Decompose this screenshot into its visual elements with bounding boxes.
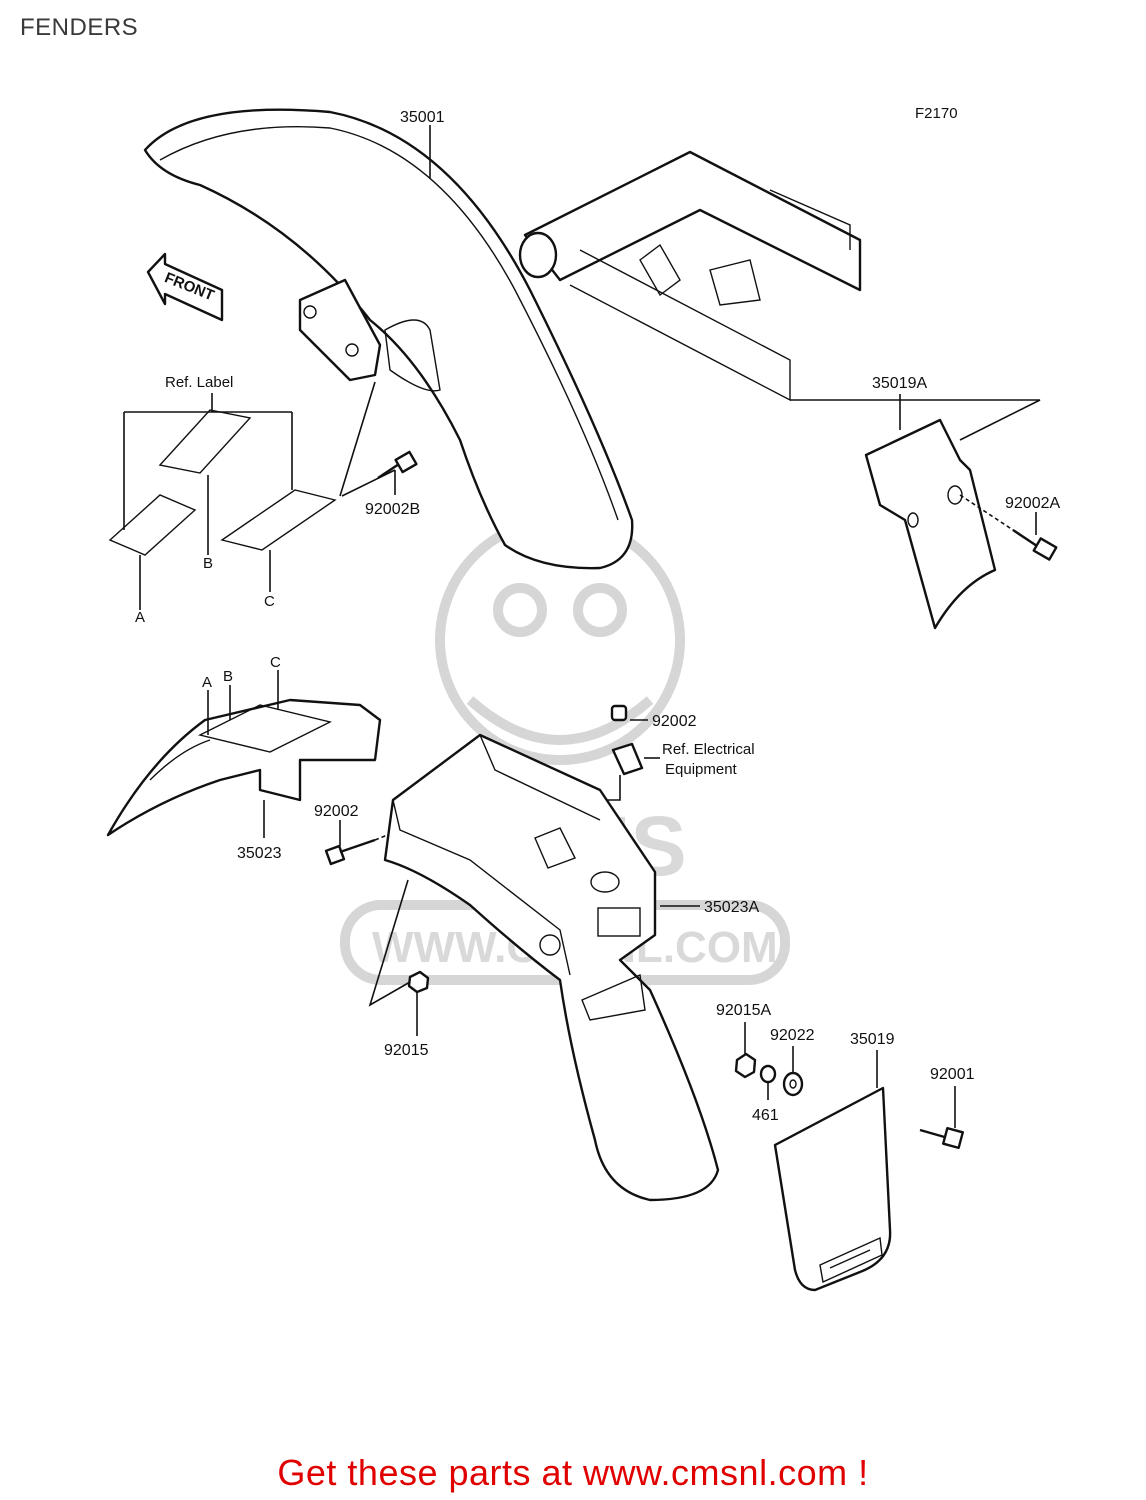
label-ref-electrical-2: Equipment [665, 761, 738, 778]
ref-label-group: Ref. Label B A C [108, 374, 337, 626]
label-nut-a: 92015A [716, 1002, 771, 1019]
label-ref-label: Ref. Label [165, 374, 233, 391]
bolt-92001: 92001 [919, 1066, 975, 1149]
label-mudflap-bolt: 92001 [930, 1066, 975, 1083]
inner-label-b: B [223, 668, 233, 685]
label-bracket-bolt: 92002A [1005, 495, 1060, 512]
page-title: FENDERS [20, 14, 139, 41]
label-b: B [203, 555, 213, 572]
label-c: C [264, 593, 275, 610]
label-washer: 92022 [770, 1027, 815, 1044]
label-front-fender: 35001 [400, 109, 445, 126]
label-ref-electrical-1: Ref. Electrical [662, 741, 755, 758]
label-lockwasher: 461 [752, 1107, 779, 1124]
inner-label-c: C [270, 654, 281, 671]
label-bracket: 35019A [872, 375, 927, 392]
parts-diagram: CMS WWW.CMSNL.COM F2170 FRONT 35001 9200… [106, 105, 1060, 1292]
label-mudflap: 35019 [850, 1031, 895, 1048]
front-fender: 35001 [143, 108, 634, 570]
label-a: A [135, 609, 145, 626]
rear-fender: 35023A [383, 733, 759, 1202]
label-front-bolt: 92002B [365, 501, 420, 518]
frame [518, 150, 1041, 441]
figure-code: F2170 [915, 105, 958, 122]
front-arrow: FRONT [146, 252, 224, 322]
nut-92015: 92015 [368, 879, 430, 1059]
mudflap: 35019 [773, 1031, 895, 1292]
label-inner-fender: 35023 [237, 845, 282, 862]
bolt-92002b: 92002B [339, 381, 420, 518]
bolt-92002a: 92002A [959, 494, 1060, 561]
label-bolt-left: 92002 [314, 803, 359, 820]
label-bolt-top: 92002 [652, 713, 697, 730]
label-nut: 92015 [384, 1042, 429, 1059]
inner-fender: C B A 35023 [106, 654, 382, 862]
bracket-35019a: 35019A [864, 375, 997, 630]
inner-label-a: A [202, 674, 212, 691]
label-rear-fender: 35023A [704, 899, 759, 916]
bolt-92002-top: 92002 Ref. Electrical Equipment [596, 704, 755, 835]
fasteners-rear: 92015A 92022 461 [716, 1002, 815, 1124]
footer-link[interactable]: Get these parts at www.cmsnl.com ! [277, 1452, 869, 1493]
